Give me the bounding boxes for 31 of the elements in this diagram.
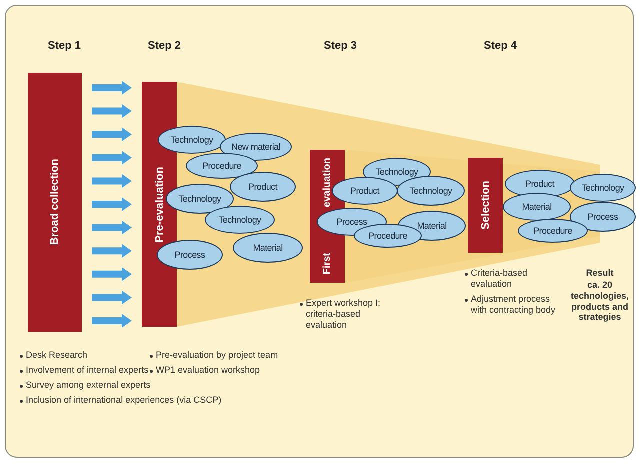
- bullet-note: Inclusion of international experiences (via CSCP): [20, 395, 286, 406]
- arrow: [92, 104, 132, 118]
- stage-label: evaluation: [322, 158, 333, 208]
- stage-label: Broad collection: [49, 159, 61, 246]
- bullet-note: WP1 evaluation workshop: [150, 365, 316, 376]
- arrow: [92, 150, 132, 165]
- stage-bar: [28, 73, 82, 332]
- stage-bar: [468, 158, 503, 253]
- bullet-note: Survey among external experts: [20, 380, 226, 391]
- step-heading: Step 1: [48, 40, 82, 52]
- bullet-note: Criteria-based evaluation: [465, 268, 561, 290]
- result-text: Result: [585, 268, 615, 279]
- arrow: [92, 244, 132, 258]
- step-heading: Step 2: [148, 40, 182, 52]
- arrow: [92, 174, 132, 188]
- bullet-note: Expert workshop I: criteria-based evaluation: [300, 298, 396, 330]
- stage-label: Selection: [480, 181, 492, 230]
- arrow: [92, 128, 132, 142]
- result-text: ca. 20 technologies, products and strategies: [570, 280, 630, 324]
- bullet-note: Pre-evaluation by project team: [150, 350, 316, 361]
- arrow: [92, 198, 132, 212]
- arrow: [92, 267, 132, 282]
- step-heading: Step 3: [324, 40, 358, 52]
- arrow: [92, 290, 132, 305]
- stage-label: Pre-evaluation: [154, 166, 166, 242]
- bullet-note: Adjustment process with contracting body: [465, 294, 563, 316]
- stage-label: First: [322, 253, 333, 275]
- step-heading: Step 4: [484, 40, 518, 52]
- arrow: [92, 314, 132, 328]
- arrow: [92, 81, 132, 95]
- arrow: [92, 220, 132, 235]
